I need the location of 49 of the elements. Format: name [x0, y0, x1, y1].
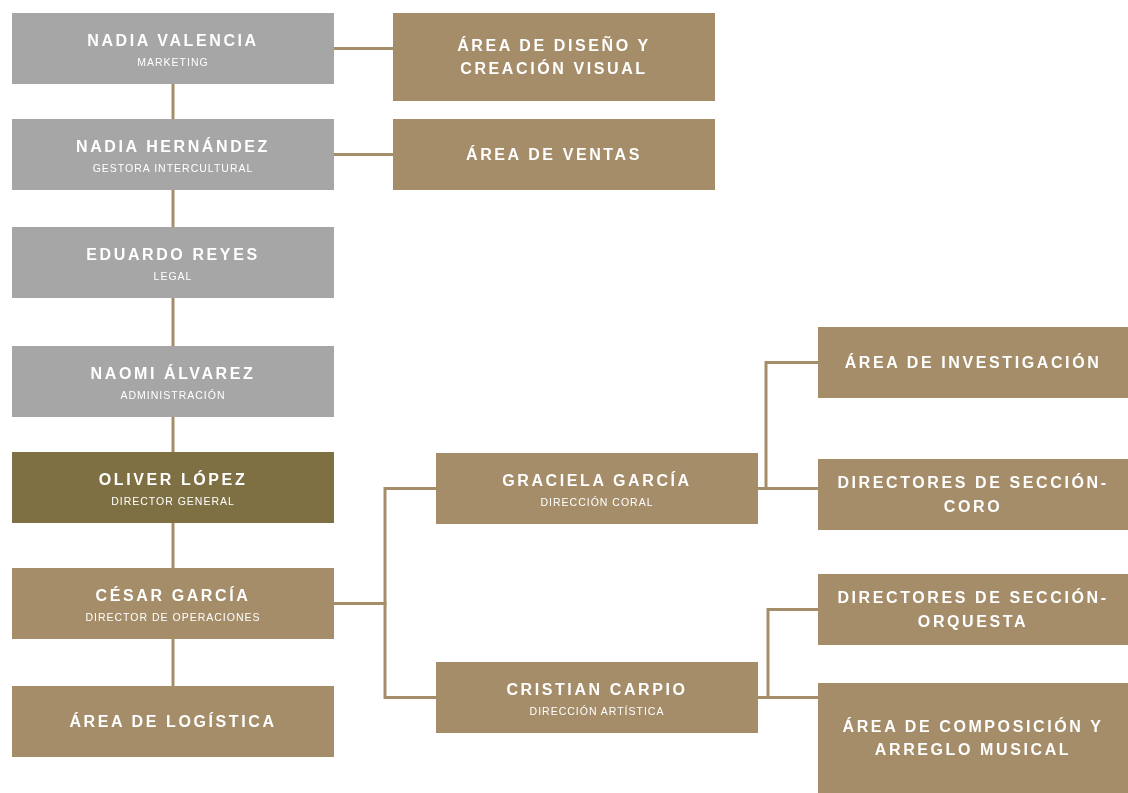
role-label: MARKETING — [137, 55, 209, 68]
box-title: GRACIELA GARCÍA — [502, 470, 692, 492]
org-box — [12, 227, 334, 298]
role-label: DIRECTOR DE OPERACIONES — [85, 610, 261, 623]
role-label: DIRECCIÓN CORAL — [540, 495, 654, 508]
connector-line — [171, 84, 175, 119]
org-box — [12, 568, 334, 639]
role-label: LEGAL — [153, 269, 193, 282]
org-box — [818, 683, 1128, 793]
box-title: DIRECTORES DE SECCIÓN-ORQUESTA — [836, 587, 1110, 632]
box-title: NADIA VALENCIA — [87, 31, 259, 52]
org-box — [12, 346, 334, 417]
org-box — [818, 459, 1128, 530]
org-box — [436, 453, 758, 524]
connector-line — [171, 190, 175, 227]
box-title: ÁREA DE VENTAS — [466, 144, 642, 165]
org-box — [12, 13, 334, 84]
org-box — [12, 452, 334, 523]
connector-line — [171, 298, 175, 346]
box-title: CRISTIAN CARPIO — [506, 680, 688, 701]
connector-line — [171, 523, 175, 568]
org-box — [436, 662, 758, 733]
box-title: ÁREA DE DISEÑO Y CREACIÓN VISUAL — [456, 35, 652, 79]
connector-line — [334, 47, 393, 50]
role-label: DIRECTOR GENERAL — [111, 494, 235, 507]
connector-line — [334, 602, 436, 699]
org-box — [12, 119, 334, 190]
org-box — [818, 574, 1128, 645]
connector-line — [334, 153, 393, 156]
box-title: ÁREA DE LOGÍSTICA — [69, 711, 277, 732]
connector-line — [758, 696, 818, 699]
org-box — [12, 686, 334, 757]
connector-line — [171, 417, 175, 452]
box-title: NADIA HERNÁNDEZ — [76, 136, 270, 158]
box-title: ÁREA DE COMPOSICIÓN Y ARREGLO MUSICAL — [841, 716, 1105, 760]
role-label: GESTORA INTERCULTURAL — [92, 161, 254, 174]
org-box — [818, 327, 1128, 398]
connector-line — [758, 487, 818, 490]
box-title: ÁREA DE INVESTIGACIÓN — [844, 352, 1102, 373]
connector-line — [171, 639, 175, 686]
org-box — [393, 13, 715, 101]
org-box — [393, 119, 715, 190]
box-title: EDUARDO REYES — [86, 245, 260, 266]
box-title: CÉSAR GARCÍA — [95, 585, 251, 607]
role-label: ADMINISTRACIÓN — [120, 388, 226, 401]
box-title: OLIVER LÓPEZ — [98, 469, 248, 491]
role-label: DIRECCIÓN ARTÍSTICA — [529, 704, 665, 717]
box-title: NAOMI ÁLVAREZ — [90, 363, 256, 385]
box-title: DIRECTORES DE SECCIÓN-CORO — [836, 472, 1110, 517]
